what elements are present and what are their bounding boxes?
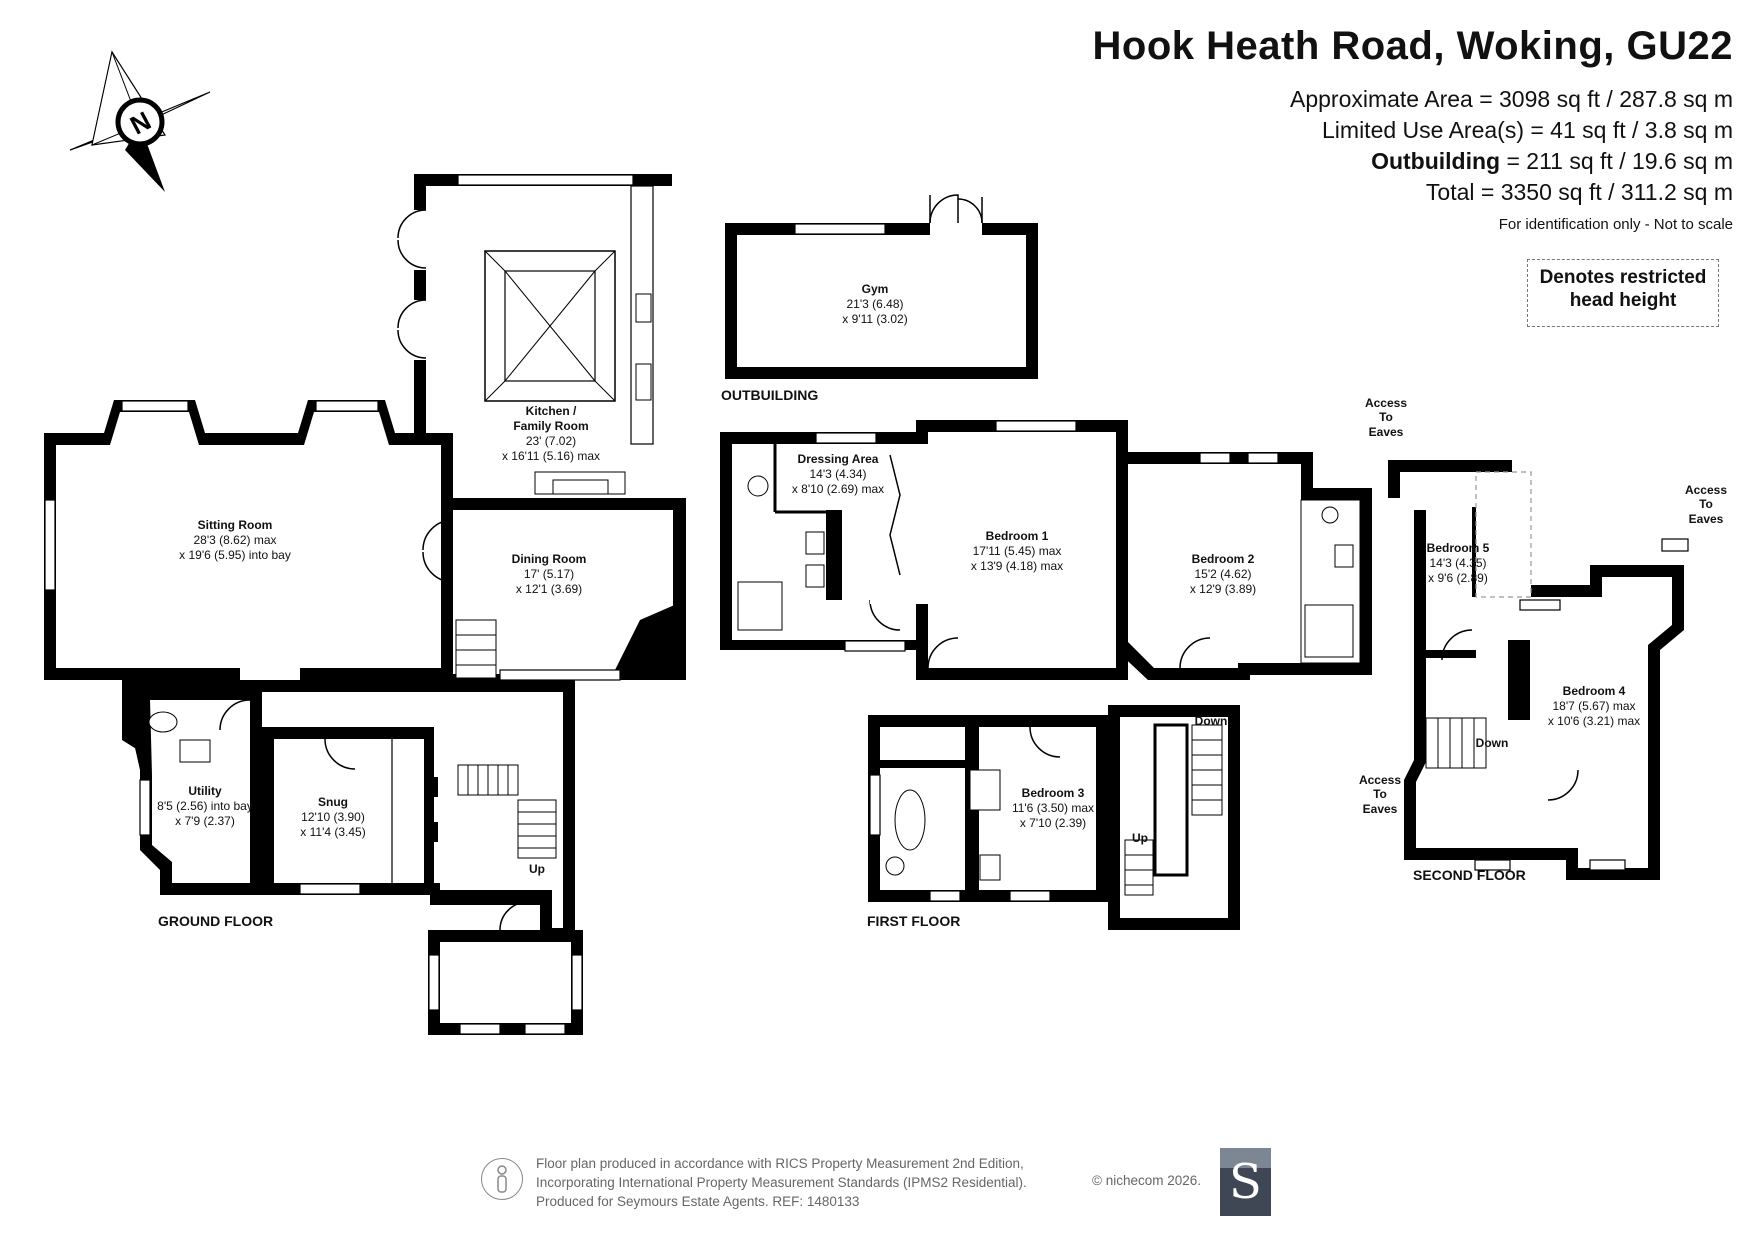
first-floor-plan [720,420,1372,930]
second-floor-label: SECOND FLOOR [1413,867,1526,883]
svg-text:12'10 (3.90): 12'10 (3.90) [301,810,365,824]
svg-text:Access: Access [1365,396,1407,410]
outbuilding-label: OUTBUILDING [721,387,818,403]
stairs-down-first: Down [1195,714,1228,728]
svg-text:Access: Access [1359,773,1401,787]
svg-text:Kitchen /: Kitchen / [526,404,577,418]
restricted-height-legend: Denotes restricted head height [1527,259,1719,327]
person-icon [481,1158,523,1200]
approx-area: Approximate Area = 3098 sq ft / 287.8 sq… [1289,86,1733,112]
total-area: Total = 3350 sq ft / 311.2 sq m [1425,179,1733,205]
footer-line-1: Floor plan produced in accordance with R… [536,1156,1024,1171]
outbuilding-gym [725,194,1038,379]
second-floor-plan [1388,460,1689,880]
svg-text:x 7'10 (2.39): x 7'10 (2.39) [1020,816,1086,830]
svg-text:15'2 (4.62): 15'2 (4.62) [1195,567,1252,581]
compass-icon: N [69,50,211,192]
svg-text:Family Room: Family Room [513,419,588,433]
svg-text:Gym: Gym [862,282,889,296]
svg-text:x 13'9 (4.18) max: x 13'9 (4.18) max [971,559,1063,573]
svg-text:To: To [1699,497,1713,511]
room-label-sitting: Sitting Room 28'3 (8.62) max x 19'6 (5.9… [179,518,291,562]
svg-text:18'7 (5.67) max: 18'7 (5.67) max [1553,699,1636,713]
access-eaves-label-3: Access To Eaves [1359,773,1401,816]
property-title: Hook Heath Road, Woking, GU22 [1092,24,1733,68]
svg-text:14'3 (4.35): 14'3 (4.35) [1430,556,1487,570]
svg-text:Bedroom 2: Bedroom 2 [1192,552,1255,566]
svg-text:21'3 (6.48): 21'3 (6.48) [847,297,904,311]
svg-text:x 12'1 (3.69): x 12'1 (3.69) [516,582,582,596]
restricted-legend-line2: head height [1569,290,1677,311]
room-label-dining: Dining Room 17' (5.17) x 12'1 (3.69) [512,552,587,596]
ground-floor-plan [44,174,686,1035]
stairs-down-second: Down [1476,736,1509,750]
stairs-up-first: Up [1132,831,1148,845]
svg-text:Utility: Utility [188,784,222,798]
room-label-snug: Snug 12'10 (3.90) x 11'4 (3.45) [300,795,365,839]
svg-text:To: To [1379,410,1393,424]
svg-text:x 7'9 (2.37): x 7'9 (2.37) [175,814,235,828]
svg-text:Dining Room: Dining Room [512,552,587,566]
svg-text:Dressing Area: Dressing Area [798,452,879,466]
svg-text:Eaves: Eaves [1363,802,1398,816]
seymours-logo-letter: S [1229,1154,1262,1210]
seymours-logo: S [1220,1148,1271,1216]
room-label-utility: Utility 8'5 (2.56) into bay x 7'9 (2.37) [157,784,253,828]
first-floor-label: FIRST FLOOR [867,913,960,929]
svg-text:23' (7.02): 23' (7.02) [526,434,576,448]
svg-text:28'3 (8.62) max: 28'3 (8.62) max [194,533,277,547]
footer-text: Floor plan produced in accordance with R… [536,1154,1027,1211]
room-label-bedroom-5: Bedroom 5 14'3 (4.35) x 9'6 (2.89) [1427,541,1490,585]
svg-text:x 19'6 (5.95) into bay: x 19'6 (5.95) into bay [179,548,291,562]
room-label-bedroom-4: Bedroom 4 18'7 (5.67) max x 10'6 (3.21) … [1548,684,1640,728]
access-eaves-label-1: Access To Eaves [1365,396,1407,439]
svg-text:Access: Access [1685,483,1727,497]
svg-text:17' (5.17): 17' (5.17) [524,567,574,581]
svg-text:14'3 (4.34): 14'3 (4.34) [810,467,867,481]
limited-use-area: Limited Use Area(s) = 41 sq ft / 3.8 sq … [1322,117,1733,143]
access-eaves-label-2: Access To Eaves [1685,483,1727,526]
svg-text:Eaves: Eaves [1369,425,1404,439]
svg-text:11'6 (3.50) max: 11'6 (3.50) max [1012,801,1094,815]
svg-text:Eaves: Eaves [1689,512,1724,526]
copyright: © nichecom 2026. [1092,1173,1202,1188]
outbuilding-area: Outbuilding = 211 sq ft / 19.6 sq m [1371,146,1733,177]
footer-line-2: Incorporating International Property Mea… [536,1175,1027,1190]
svg-text:Bedroom 5: Bedroom 5 [1427,541,1490,555]
svg-text:Snug: Snug [318,795,348,809]
outbuilding-area-label: Outbuilding [1371,148,1501,174]
restricted-legend-line1: Denotes restricted [1539,267,1707,288]
svg-text:x 10'6 (3.21) max: x 10'6 (3.21) max [1548,714,1640,728]
stairs-up-ground: Up [529,862,545,876]
footer-line-3: Produced for Seymours Estate Agents. REF… [536,1194,860,1209]
outbuilding-area-value: = 211 sq ft / 19.6 sq m [1500,148,1733,174]
svg-text:To: To [1373,787,1387,801]
svg-text:Sitting Room: Sitting Room [198,518,273,532]
svg-text:Bedroom 1: Bedroom 1 [986,529,1049,543]
room-label-kitchen: Kitchen / Family Room 23' (7.02) x 16'11… [502,404,600,463]
svg-text:x 11'4 (3.45): x 11'4 (3.45) [300,825,365,839]
svg-text:x 9'11 (3.02): x 9'11 (3.02) [842,312,907,326]
svg-text:x 12'9 (3.89): x 12'9 (3.89) [1190,582,1256,596]
room-label-gym: Gym 21'3 (6.48) x 9'11 (3.02) [842,282,907,326]
svg-text:8'5 (2.56) into bay: 8'5 (2.56) into bay [157,799,253,813]
room-label-dressing: Dressing Area 14'3 (4.34) x 8'10 (2.69) … [792,452,884,496]
ground-floor-label: GROUND FLOOR [158,913,273,929]
svg-text:x 16'11 (5.16) max: x 16'11 (5.16) max [502,449,600,463]
room-label-bedroom-3: Bedroom 3 11'6 (3.50) max x 7'10 (2.39) [1012,786,1094,830]
svg-text:x 8'10 (2.69) max: x 8'10 (2.69) max [792,482,884,496]
room-label-bedroom-1: Bedroom 1 17'11 (5.45) max x 13'9 (4.18)… [971,529,1063,573]
room-label-bedroom-2: Bedroom 2 15'2 (4.62) x 12'9 (3.89) [1190,552,1256,596]
svg-text:17'11 (5.45) max: 17'11 (5.45) max [973,544,1062,558]
scale-note: For identification only - Not to scale [1498,216,1733,233]
svg-text:Bedroom 4: Bedroom 4 [1563,684,1626,698]
svg-text:Bedroom 3: Bedroom 3 [1022,786,1085,800]
svg-text:x 9'6 (2.89): x 9'6 (2.89) [1428,571,1488,585]
